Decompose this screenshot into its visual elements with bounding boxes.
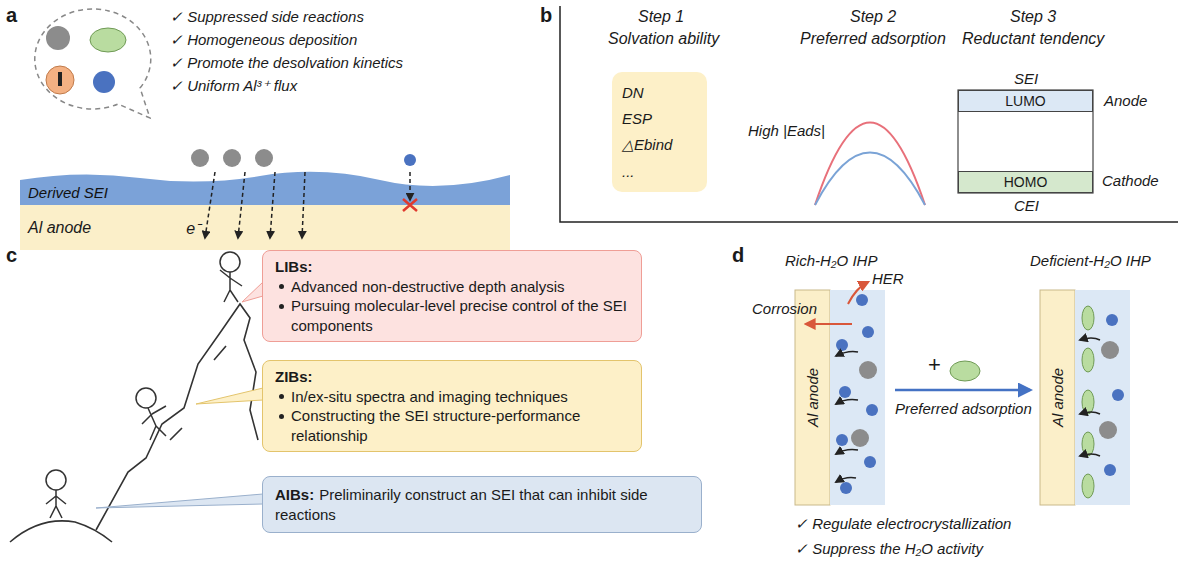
node-text: e⁻ [186, 217, 200, 239]
anode-band [795, 290, 830, 505]
node-text: Al anode [1049, 368, 1066, 427]
annotation-text: Corrosion [752, 300, 817, 317]
callout-pointer [196, 388, 263, 404]
panel-letter: c [6, 244, 17, 267]
panel-letter: d [732, 244, 744, 267]
flux-arrows [836, 338, 1100, 482]
node-text: Preliminarily construct an SEI that can … [275, 486, 648, 523]
panel-letter: a [6, 4, 17, 27]
transition-arrow [895, 389, 1030, 392]
callout-pointer [242, 282, 263, 302]
node-text: HOMO [1004, 174, 1048, 190]
node-text: Pursuing molecular-level precise control… [275, 296, 629, 335]
callout-box: LIBs:Advanced non-destructive depth anal… [262, 250, 642, 342]
node-text: ... [622, 163, 697, 180]
annotation-text: Reductant tendency [962, 30, 1104, 48]
node-heading: Al anode [28, 219, 91, 237]
speech-bubble [35, 9, 151, 118]
descriptor-box: DN ESP △Ebind... [612, 72, 707, 192]
node-heading: DN [622, 84, 697, 101]
flux-arrows [205, 172, 410, 238]
axes [560, 6, 1178, 222]
curve-low [815, 153, 925, 206]
annotation-text: Preferred adsorption [800, 30, 946, 48]
annotation-text: Preferred adsorption [895, 400, 1032, 417]
callout-pointer [96, 494, 263, 508]
al-ions [851, 341, 1119, 447]
ihp-region [830, 290, 885, 505]
annotation-text: Cathode [1102, 172, 1159, 189]
node-text: Advanced non-destructive depth analysis [275, 277, 629, 297]
callout-box: ZIBs:In/ex-situ spectra and imaging tech… [262, 360, 642, 452]
annotation-text: High |Eads| [748, 122, 825, 139]
annotation-text: Step 2 [850, 8, 896, 26]
annotation-text: Solvation ability [608, 30, 719, 48]
annotation-text: ✓ Promote the desolvation kinetics [170, 54, 403, 72]
annotation-text: SEI [1014, 70, 1038, 87]
sei-band [20, 172, 510, 205]
annotation-text: Step 3 [1010, 8, 1056, 26]
anode-column: Al anode [795, 290, 830, 505]
node-text: Derived SEI [28, 184, 108, 201]
annotation-text: Anode [1104, 92, 1147, 109]
node-text: ESP [622, 110, 697, 127]
climbers [46, 252, 242, 518]
annotation-text: HER [872, 270, 904, 287]
gap-frame [958, 90, 1093, 193]
anode-band [1040, 290, 1075, 505]
annotation-text: Deficient-H₂O IHP [1030, 252, 1151, 269]
water-molecules [836, 294, 1124, 494]
node-text: △Ebind [622, 136, 697, 154]
node-heading: ZIBs: [275, 367, 629, 387]
panel-letter: b [540, 4, 552, 27]
node-text: Al anode [804, 368, 821, 427]
anode-layer: Al anode e⁻ [20, 205, 510, 250]
annotation-text: CEI [1014, 197, 1039, 214]
annotation-text: ✓ Suppressed side reactions [170, 8, 364, 26]
annotation-text: ✓ Homogeneous deposition [170, 31, 357, 49]
annotation-text: Rich-H₂O IHP [785, 252, 877, 269]
homo-level: HOMO [958, 171, 1093, 193]
sei-layer: Derived SEI [20, 180, 510, 205]
block-mark [403, 199, 417, 211]
annotation-text: + [928, 352, 941, 378]
anode-column: Al anode [1040, 290, 1075, 505]
ions [191, 149, 416, 167]
node-text: Constructing the SEI structure-performan… [275, 406, 629, 445]
ihp-region [1075, 290, 1130, 505]
node-heading: AIBs: [275, 486, 314, 503]
node-text: LUMO [1005, 93, 1045, 109]
node-heading: LIBs: [275, 257, 629, 277]
annotation-text: Step 1 [638, 8, 684, 26]
annotation-text: ✓ Uniform Al³⁺ flux [170, 77, 297, 95]
annotation-text: ✓ Suppress the H₂O activity [795, 540, 983, 558]
annotation-text: ✓ Regulate electrocrystallization [795, 515, 1011, 533]
callout-box: AIBs:Preliminarily construct an SEI that… [262, 476, 702, 533]
lumo-level: LUMO [958, 90, 1093, 112]
curve-high [815, 123, 925, 206]
node-text: In/ex-situ spectra and imaging technique… [275, 387, 629, 407]
anode-band [20, 205, 510, 250]
